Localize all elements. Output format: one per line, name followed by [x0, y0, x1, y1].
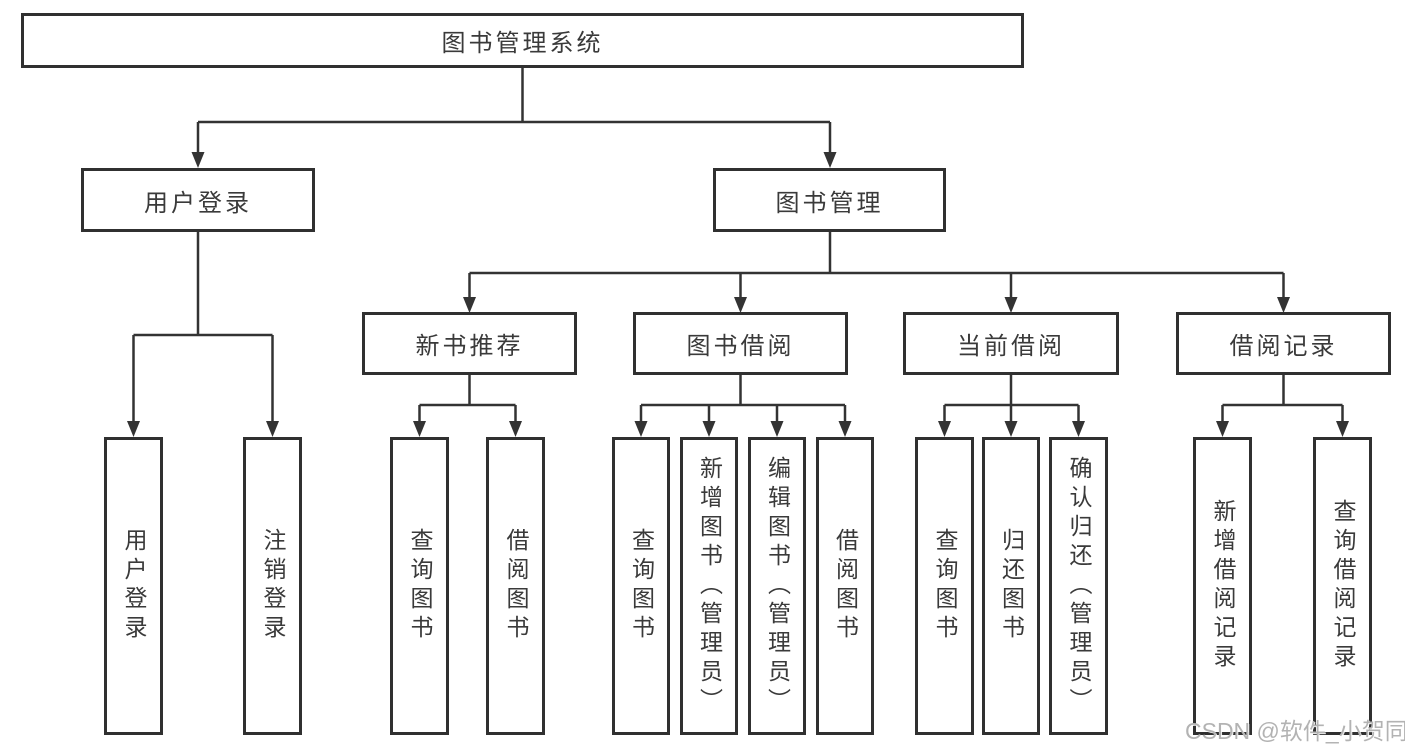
leaf-logout: 注销登录 — [243, 437, 302, 735]
node-label: 图书借阅 — [686, 333, 795, 360]
leaf-query-books-recommend: 查询图书 — [390, 437, 449, 735]
node-new-book-recommend: 新书推荐 — [362, 312, 577, 375]
leaf-label: 用户登录 — [121, 528, 147, 644]
leaf-query-books-borrow: 查询图书 — [612, 437, 670, 735]
node-label: 用户登录 — [144, 189, 252, 217]
leaf-label: 查询图书 — [407, 528, 433, 644]
leaf-query-books-current: 查询图书 — [915, 437, 974, 735]
node-borrow-records: 借阅记录 — [1176, 312, 1391, 375]
leaf-query-borrow-record: 查询借阅记录 — [1313, 437, 1372, 735]
leaf-label: 新增借阅记录 — [1210, 499, 1236, 673]
node-root-library-system: 图书管理系统 — [21, 13, 1024, 68]
leaf-label: 归还图书 — [998, 528, 1025, 644]
leaf-label: 注销登录 — [260, 528, 286, 644]
leaf-label: 借阅图书 — [503, 528, 529, 644]
leaf-label: 编辑图书（管理员） — [764, 455, 791, 717]
csdn-watermark: CSDN @软件_小贺同学 — [1185, 718, 1405, 744]
node-book-management: 图书管理 — [713, 168, 946, 232]
node-current-borrow: 当前借阅 — [903, 312, 1119, 375]
leaf-borrow-books: 借阅图书 — [816, 437, 874, 735]
node-label: 图书管理 — [775, 189, 884, 217]
leaf-label: 确认归还（管理员） — [1066, 455, 1092, 717]
node-user-login: 用户登录 — [81, 168, 315, 232]
node-label: 新书推荐 — [415, 333, 524, 360]
leaf-label: 借阅图书 — [832, 528, 859, 644]
arrowheads — [127, 152, 1349, 437]
leaf-confirm-return-admin: 确认归还（管理员） — [1049, 437, 1108, 735]
leaf-label: 查询图书 — [628, 528, 655, 644]
node-book-borrow: 图书借阅 — [633, 312, 848, 375]
leaf-add-borrow-record: 新增借阅记录 — [1193, 437, 1252, 735]
node-label: 当前借阅 — [957, 333, 1065, 360]
leaf-return-books: 归还图书 — [982, 437, 1040, 735]
leaf-edit-books-admin: 编辑图书（管理员） — [748, 437, 806, 735]
leaf-label: 查询借阅记录 — [1330, 499, 1356, 673]
leaf-add-books-admin: 新增图书（管理员） — [680, 437, 738, 735]
node-label: 图书管理系统 — [441, 30, 604, 57]
leaf-label: 新增图书（管理员） — [696, 455, 723, 717]
node-label: 借阅记录 — [1229, 333, 1338, 360]
leaf-borrow-books-recommend: 借阅图书 — [486, 437, 545, 735]
leaf-user-login: 用户登录 — [104, 437, 163, 735]
leaf-label: 查询图书 — [932, 528, 958, 644]
